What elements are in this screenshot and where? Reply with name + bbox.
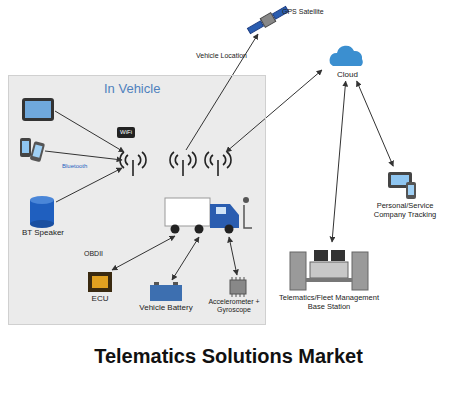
port-label: OBDII xyxy=(84,250,103,258)
wireless-links xyxy=(45,34,322,280)
battery-icon xyxy=(150,282,182,301)
node-label: In Vehicle xyxy=(104,82,265,97)
sensor-node: Accelerometer + Gyroscope xyxy=(204,298,264,314)
speaker-icon xyxy=(30,196,54,228)
phone-icon xyxy=(20,138,45,162)
antenna-icons xyxy=(120,152,231,176)
node-label: ECU xyxy=(80,294,120,303)
node-label: Personal/Service Company Tracking xyxy=(360,202,450,219)
connector-arrow xyxy=(332,81,346,242)
base-station-node: Telematics/Fleet Management Base Station xyxy=(276,244,382,311)
connector-arrow xyxy=(357,81,394,166)
vehicle-region-fill xyxy=(8,75,266,325)
vehicle-region: In Vehicle BT SpeakerECU Vehicle Battery Ac… xyxy=(8,75,266,325)
tracking-node: Personal/Service Company Tracking xyxy=(360,168,450,219)
cloud-icon xyxy=(330,46,363,66)
node-label: Vehicle Battery xyxy=(134,303,198,312)
sensor-chip-icon xyxy=(230,277,246,297)
link-label: Vehicle Location xyxy=(196,52,247,60)
node-label: GPS Satellite xyxy=(282,8,342,16)
node-label: Cloud xyxy=(325,70,370,79)
satellite-node: GPS Satellite xyxy=(282,8,342,16)
node-label: Telematics/Fleet Management Base Station xyxy=(276,294,382,311)
battery-node: Vehicle Battery xyxy=(134,303,198,312)
diagram-title: Telematics Solutions Market xyxy=(0,345,457,368)
bluetooth-tag: Bluetooth xyxy=(62,163,87,170)
node-label: Accelerometer + Gyroscope xyxy=(204,298,264,314)
tablet-icon xyxy=(22,98,54,121)
ecu-icon xyxy=(88,272,112,292)
cloud-node: Cloud xyxy=(325,40,370,79)
speaker-node: BT Speaker xyxy=(12,228,74,237)
phone-icon xyxy=(388,172,416,199)
truck-icon xyxy=(165,197,252,234)
base-station-icon xyxy=(290,250,368,290)
wifi-tag: WiFi xyxy=(117,127,135,138)
ecu-node: ECU xyxy=(80,294,120,303)
node-label: BT Speaker xyxy=(12,228,74,237)
